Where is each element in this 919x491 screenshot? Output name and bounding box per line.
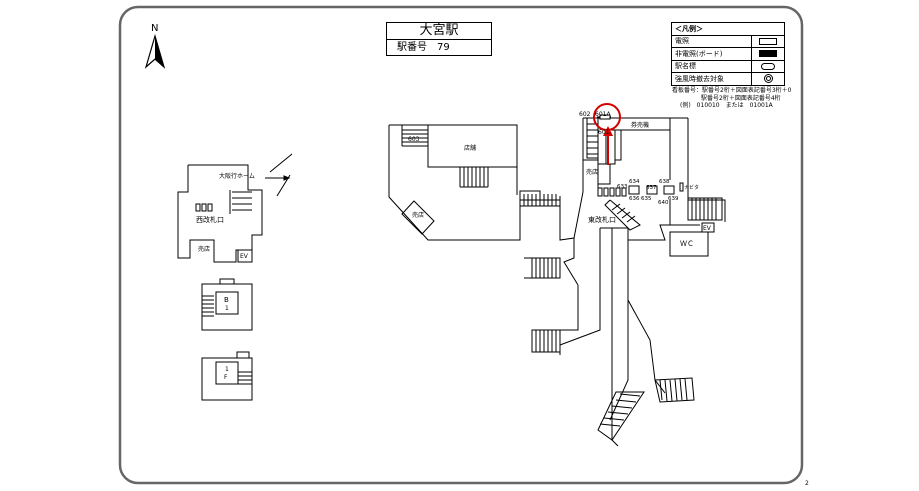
wc-label: ＷＣ bbox=[680, 240, 694, 248]
f1-label: 1 bbox=[225, 366, 229, 373]
legend-label: 強風時撤去対象 bbox=[675, 74, 724, 83]
b1-label: B bbox=[224, 296, 229, 304]
numbering-note: 看板番号：駅番号2桁＋図面表記番号3桁＋0 駅番号2桁＋図面表記番号4桁 (例)… bbox=[672, 87, 791, 110]
sign-603-label: 603 bbox=[408, 136, 420, 143]
osaka-platform-label: 大阪行ホーム bbox=[219, 172, 255, 180]
west-ev-label: EV bbox=[240, 253, 249, 260]
legend-label: 電照 bbox=[675, 37, 689, 46]
legend-title-row: ＜凡例＞ bbox=[672, 23, 784, 35]
central-building bbox=[388, 124, 560, 241]
numbering-note-line: (例) 010010 または 01001A bbox=[680, 102, 773, 109]
central-shop-label-1: 売店 bbox=[412, 211, 424, 219]
sign-635-label: 635 bbox=[641, 196, 652, 202]
sign-639-label: 639 bbox=[668, 196, 679, 202]
legend-row: 強風時撤去対象 bbox=[672, 72, 784, 85]
numbering-note-line: 駅番号2桁＋図面表記番号4桁 bbox=[701, 94, 781, 102]
b1-floor bbox=[201, 278, 253, 331]
west-shop-label: 売店 bbox=[198, 245, 210, 253]
legend-row: 非電照(ボード) bbox=[672, 47, 784, 60]
page-number: 2 bbox=[805, 480, 809, 487]
legend-label: 非電照(ボード) bbox=[675, 49, 723, 58]
legend-label: 駅名標 bbox=[675, 62, 696, 71]
north-arrow-icon: N bbox=[144, 23, 166, 69]
station-name: 大宮駅 bbox=[387, 23, 491, 40]
station-title-box: 大宮駅 駅番号 79 bbox=[386, 22, 492, 56]
legend-title: ＜凡例＞ bbox=[675, 24, 703, 33]
legend-row: 電照 bbox=[672, 34, 784, 47]
sign-636-label: 636 bbox=[629, 196, 640, 202]
legend-row: 駅名標 bbox=[672, 59, 784, 72]
west-gate-label: 西改札口 bbox=[196, 215, 224, 224]
main-shop-label: 店舗 bbox=[464, 144, 476, 152]
rounded-rect-icon bbox=[751, 60, 784, 72]
west-building bbox=[177, 153, 293, 263]
highlight-marker bbox=[593, 103, 621, 165]
sign-638-label: 638 bbox=[659, 179, 670, 185]
numbering-note-line: 看板番号：駅番号2桁＋図面表記番号3桁＋0 bbox=[672, 87, 792, 94]
f1-label-2: F bbox=[224, 374, 228, 381]
north-label: N bbox=[151, 23, 158, 34]
sign-601-label: 601 bbox=[598, 129, 610, 136]
map-frame bbox=[118, 5, 804, 485]
sign-601a-label: 601A bbox=[595, 111, 611, 118]
sign-634-label: 634 bbox=[629, 179, 640, 185]
outline-rect-icon bbox=[751, 35, 784, 47]
f1-floor bbox=[201, 351, 253, 401]
station-number: 駅番号 79 bbox=[397, 42, 450, 53]
legend-box: ＜凡例＞ 電照 非電照(ボード) 駅名標 強風時撤去対象 bbox=[671, 22, 785, 86]
sign-637-label: 637 bbox=[646, 185, 657, 191]
sign-602-label: 602 bbox=[579, 111, 591, 118]
navita-label: ナビタ bbox=[684, 184, 699, 191]
east-gate-label: 東改札口 bbox=[588, 215, 616, 224]
filled-rect-icon bbox=[751, 48, 784, 60]
sign-640-label: 640 bbox=[658, 200, 669, 206]
east-ev-label: EV bbox=[703, 225, 712, 232]
double-circle-icon bbox=[751, 73, 784, 85]
east-shop-label: 売店 bbox=[586, 168, 598, 176]
sign-633-label: 633 bbox=[617, 184, 628, 190]
ticket-machine-label: 券売機 bbox=[631, 121, 649, 129]
b1-label-2: 1 bbox=[225, 305, 229, 312]
east-concourse bbox=[524, 114, 726, 447]
